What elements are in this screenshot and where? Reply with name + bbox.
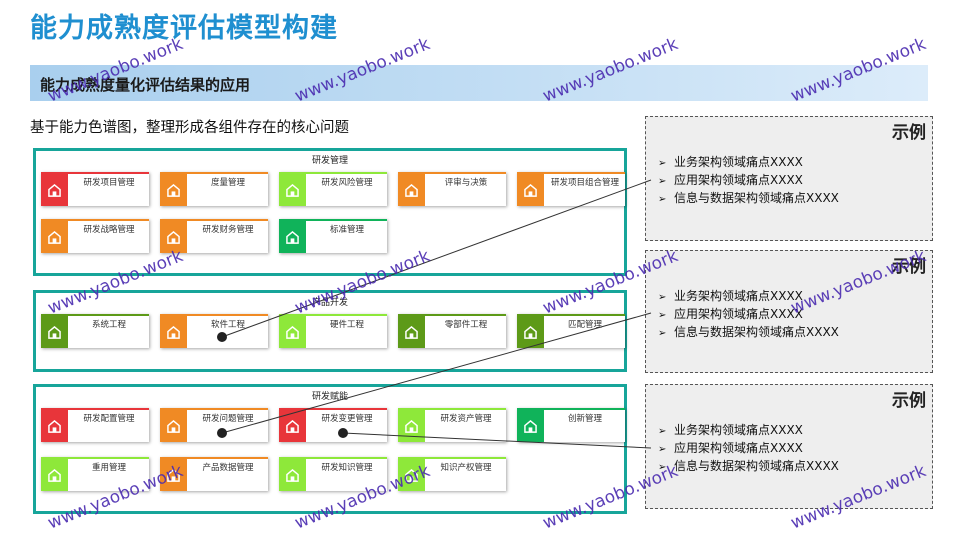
home-icon <box>517 410 544 442</box>
home-icon <box>279 221 306 253</box>
home-icon <box>160 410 187 442</box>
card-label: 重用管理 <box>91 463 126 473</box>
page-title: 能力成熟度评估模型构建 <box>30 13 338 44</box>
card-label: 硬件工程 <box>329 320 364 330</box>
example-label: 示例 <box>892 123 926 143</box>
capability-card[interactable]: 知识产权管理 <box>398 457 506 491</box>
list-item: ➢信息与数据架构领域痛点XXXX <box>658 190 839 208</box>
list-item: ➢信息与数据架构领域痛点XXXX <box>658 324 839 342</box>
pain-point-list: ➢业务架构领域痛点XXXX ➢应用架构领域痛点XXXX ➢信息与数据架构领域痛点… <box>658 288 839 342</box>
capability-card[interactable]: 重用管理 <box>41 457 149 491</box>
list-item: ➢业务架构领域痛点XXXX <box>658 288 839 306</box>
card-label: 知识产权管理 <box>440 463 492 473</box>
home-icon <box>279 410 306 442</box>
home-icon <box>41 459 68 491</box>
capability-card[interactable]: 研发资产管理 <box>398 408 506 442</box>
list-item: ➢应用架构领域痛点XXXX <box>658 172 839 190</box>
home-icon <box>160 174 187 206</box>
card-label: 匹配管理 <box>567 320 602 330</box>
example-panel: 示例 ➢业务架构领域痛点XXXX ➢应用架构领域痛点XXXX ➢信息与数据架构领… <box>645 384 933 509</box>
section-heading: 能力成熟度量化评估结果的应用 <box>40 76 251 94</box>
card-label: 研发问题管理 <box>202 414 254 424</box>
arrow-bullet-icon: ➢ <box>658 158 667 169</box>
card-label: 研发变更管理 <box>321 414 373 424</box>
capability-card[interactable]: 研发知识管理 <box>279 457 387 491</box>
capability-card[interactable]: 研发战略管理 <box>41 219 149 253</box>
section-band: 能力成熟度量化评估结果的应用 <box>30 65 928 101</box>
intro-text: 基于能力色谱图，整理形成各组件存在的核心问题 <box>30 120 349 136</box>
card-label: 研发项目管理 <box>83 178 135 188</box>
home-icon <box>160 459 187 491</box>
home-icon <box>160 316 187 348</box>
capability-card[interactable]: 硬件工程 <box>279 314 387 348</box>
capability-card[interactable]: 度量管理 <box>160 172 268 206</box>
capability-card[interactable]: 研发项目管理 <box>41 172 149 206</box>
home-icon <box>41 174 68 206</box>
arrow-bullet-icon: ➢ <box>658 176 667 187</box>
capability-card[interactable]: 系统工程 <box>41 314 149 348</box>
card-label: 软件工程 <box>210 320 245 330</box>
home-icon <box>41 221 68 253</box>
capability-card[interactable]: 产品数据管理 <box>160 457 268 491</box>
group-rd-management: 研发管理 研发项目管理 度量管理 研发风险管理 评审与决策 研发项目组合管理 研… <box>33 148 627 276</box>
pain-point-list: ➢业务架构领域痛点XXXX ➢应用架构领域痛点XXXX ➢信息与数据架构领域痛点… <box>658 154 839 208</box>
capability-card[interactable]: 创新管理 <box>517 408 625 442</box>
arrow-bullet-icon: ➢ <box>658 444 667 455</box>
home-icon <box>41 410 68 442</box>
card-label: 评审与决策 <box>444 178 488 188</box>
card-label: 研发项目组合管理 <box>550 178 619 188</box>
list-item: ➢应用架构领域痛点XXXX <box>658 306 839 324</box>
list-item: ➢业务架构领域痛点XXXX <box>658 154 839 172</box>
list-item: ➢应用架构领域痛点XXXX <box>658 440 839 458</box>
group-title: 研发赋能 <box>311 392 348 402</box>
example-panel: 示例 ➢业务架构领域痛点XXXX ➢应用架构领域痛点XXXX ➢信息与数据架构领… <box>645 250 933 373</box>
card-label: 标准管理 <box>329 225 364 235</box>
example-label: 示例 <box>892 257 926 277</box>
card-label: 研发知识管理 <box>321 463 373 473</box>
capability-card[interactable]: 匹配管理 <box>517 314 625 348</box>
arrow-bullet-icon: ➢ <box>658 328 667 339</box>
card-label: 产品数据管理 <box>202 463 254 473</box>
example-panel: 示例 ➢业务架构领域痛点XXXX ➢应用架构领域痛点XXXX ➢信息与数据架构领… <box>645 116 933 241</box>
card-label: 研发风险管理 <box>321 178 373 188</box>
card-label: 研发战略管理 <box>83 225 135 235</box>
home-icon <box>279 174 306 206</box>
home-icon <box>279 459 306 491</box>
arrow-bullet-icon: ➢ <box>658 194 667 205</box>
list-item: ➢信息与数据架构领域痛点XXXX <box>658 458 839 476</box>
capability-card[interactable]: 软件工程 <box>160 314 268 348</box>
card-label: 研发财务管理 <box>202 225 254 235</box>
arrow-bullet-icon: ➢ <box>658 292 667 303</box>
home-icon <box>517 174 544 206</box>
home-icon <box>398 316 425 348</box>
card-label: 创新管理 <box>567 414 602 424</box>
capability-card[interactable]: 评审与决策 <box>398 172 506 206</box>
card-label: 研发资产管理 <box>440 414 492 424</box>
home-icon <box>279 316 306 348</box>
capability-card[interactable]: 研发风险管理 <box>279 172 387 206</box>
home-icon <box>517 316 544 348</box>
card-label: 度量管理 <box>210 178 245 188</box>
capability-card[interactable]: 研发变更管理 <box>279 408 387 442</box>
arrow-bullet-icon: ➢ <box>658 426 667 437</box>
pain-point-list: ➢业务架构领域痛点XXXX ➢应用架构领域痛点XXXX ➢信息与数据架构领域痛点… <box>658 422 839 476</box>
example-label: 示例 <box>892 391 926 411</box>
card-label: 研发配置管理 <box>83 414 135 424</box>
home-icon <box>398 410 425 442</box>
home-icon <box>398 459 425 491</box>
list-item: ➢业务架构领域痛点XXXX <box>658 422 839 440</box>
capability-card[interactable]: 标准管理 <box>279 219 387 253</box>
arrow-bullet-icon: ➢ <box>658 462 667 473</box>
arrow-bullet-icon: ➢ <box>658 310 667 321</box>
capability-card[interactable]: 研发项目组合管理 <box>517 172 625 206</box>
card-label: 系统工程 <box>91 320 126 330</box>
home-icon <box>160 221 187 253</box>
home-icon <box>41 316 68 348</box>
group-title: 研发管理 <box>311 156 348 166</box>
capability-card[interactable]: 零部件工程 <box>398 314 506 348</box>
card-label: 零部件工程 <box>444 320 488 330</box>
capability-card[interactable]: 研发配置管理 <box>41 408 149 442</box>
home-icon <box>398 174 425 206</box>
capability-card[interactable]: 研发问题管理 <box>160 408 268 442</box>
